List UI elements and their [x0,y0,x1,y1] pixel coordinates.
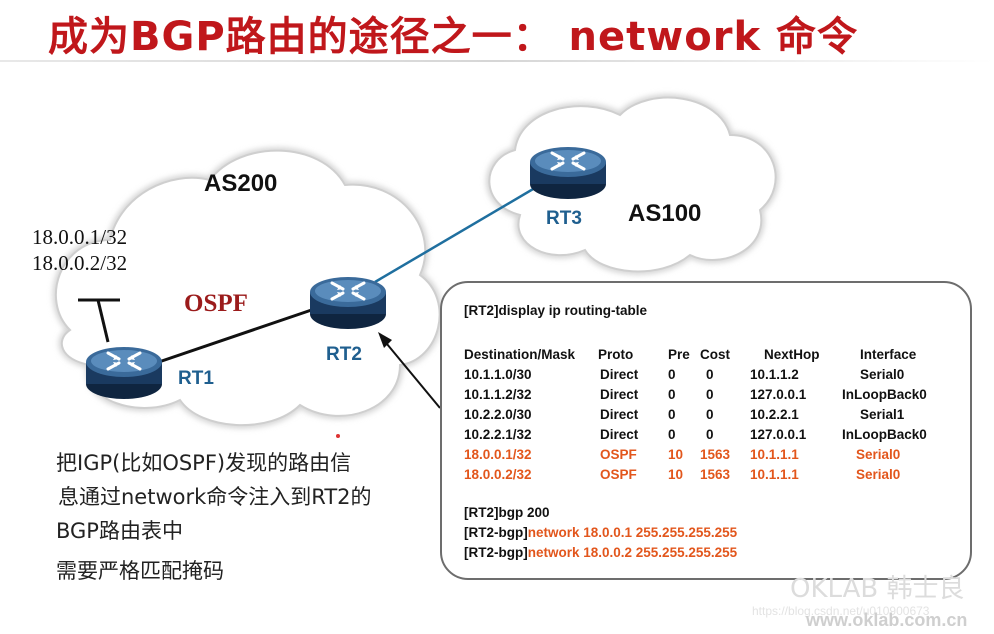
table-cell: 10.1.1.0/30 [464,366,532,382]
network-command-line: [RT2-bgp]network 18.0.0.1 255.255.255.25… [464,525,737,540]
rt1-label: RT1 [178,368,214,389]
table-cell: 10.1.1.2/32 [464,386,532,402]
description-line: BGP路由表中 [56,519,183,543]
table-cell: 10.2.2.0/30 [464,406,532,422]
rt2-label: RT2 [326,344,362,365]
rt2-router-icon[interactable] [306,264,390,334]
stub-network-icon [78,298,120,343]
table-cell: Direct [600,386,639,402]
ospf-label: OSPF [184,290,248,317]
bgp-command: [RT2]bgp 200 [464,505,550,520]
network-command: network 18.0.0.1 255.255.255.255 [527,525,738,540]
table-row-highlighted: 18.0.0.2/32 OSPF 10 1563 10.1.1.1 Serial… [464,464,970,484]
table-cell: 0 [706,366,714,382]
ebgp-link [374,180,546,284]
table-row: 10.1.1.2/32 Direct 0 0 127.0.0.1 InLoopB… [464,384,970,404]
table-cell: 0 [668,386,676,402]
column-header: Interface [860,346,917,362]
table-cell: 127.0.0.1 [750,386,807,402]
table-cell: 0 [706,406,714,422]
cli-prompt: [RT2-bgp] [464,525,528,540]
description-line: 需要严格匹配掩码 [56,559,224,583]
as100-cloud-icon [486,94,779,275]
rt1-router-icon[interactable] [82,334,166,404]
table-cell: InLoopBack0 [842,386,927,402]
table-cell: 1563 [700,466,731,482]
prefix-item: 18.0.0.2/32 [32,251,128,275]
table-cell: Direct [600,366,639,382]
table-row: 10.2.2.0/30 Direct 0 0 10.2.2.1 Serial1 [464,404,970,424]
table-cell: Serial0 [856,446,901,462]
as200-label: AS200 [204,170,278,197]
table-cell: Serial0 [856,466,901,482]
table-cell: 10.2.2.1/32 [464,426,532,442]
brand-watermark: OKLAB 韩士良 [790,574,965,604]
slide-title: 成为BGP路由的途径之一： network 命令 [48,14,858,60]
column-header: Proto [598,346,634,362]
blog-watermark: https://blog.csdn.net/u010900673 [752,604,930,618]
routing-table-header: Destination/Mask Proto Pre Cost NextHop … [464,344,970,364]
network-command-line: [RT2-bgp]network 18.0.0.2 255.255.255.25… [464,545,737,560]
table-cell: 18.0.0.2/32 [464,466,532,482]
table-cell: OSPF [600,466,637,482]
as100-label: AS100 [628,200,702,227]
table-cell: 0 [668,366,676,382]
table-cell: InLoopBack0 [842,426,927,442]
table-cell: Serial1 [860,406,905,422]
rt3-label: RT3 [546,208,582,229]
display-command: [RT2]display ip routing-table [464,303,648,318]
routing-table: Destination/Mask Proto Pre Cost NextHop … [464,344,970,484]
description-line: 息通过network命令注入到RT2的 [58,485,372,509]
cli-prompt: [RT2-bgp] [464,545,528,560]
table-cell: 10.1.1.2 [750,366,799,382]
cursor-dot [336,434,340,438]
table-cell: 10.1.1.1 [750,446,799,462]
table-cell: 18.0.0.1/32 [464,446,532,462]
description-line: 把IGP(比如OSPF)发现的路由信 [56,451,352,475]
table-cell: 127.0.0.1 [750,426,807,442]
column-header: Pre [668,346,690,362]
table-cell: 0 [706,386,714,402]
url-watermark: www.oklab.com.cn [806,610,968,630]
table-cell: 10.2.2.1 [750,406,799,422]
table-cell: Serial0 [860,366,905,382]
table-cell: OSPF [600,446,637,462]
network-command: network 18.0.0.2 255.255.255.255 [527,545,738,560]
table-cell: 10 [668,466,684,482]
rt3-router-icon[interactable] [526,134,610,204]
prefix-item: 18.0.0.1/32 [32,225,128,249]
column-header: Cost [700,346,730,362]
table-cell: 10 [668,446,684,462]
table-cell: Direct [600,406,639,422]
title-divider [0,60,994,62]
callout-arrow-icon [378,332,441,409]
table-cell: 1563 [700,446,731,462]
cli-callout: [RT2]display ip routing-table Destinatio… [440,281,972,580]
prefix-list: 18.0.0.1/32 18.0.0.2/32 [32,224,127,276]
table-cell: 0 [668,406,676,422]
description-text: 把IGP(比如OSPF)发现的路由信 息通过network命令注入到RT2的 B… [56,446,372,588]
column-header: NextHop [764,346,820,362]
table-row: 10.2.2.1/32 Direct 0 0 127.0.0.1 InLoopB… [464,424,970,444]
table-cell: 0 [706,426,714,442]
ospf-link [149,300,336,367]
table-cell: Direct [600,426,639,442]
table-row: 10.1.1.0/30 Direct 0 0 10.1.1.2 Serial0 [464,364,970,384]
table-row-highlighted: 18.0.0.1/32 OSPF 10 1563 10.1.1.1 Serial… [464,444,970,464]
table-cell: 0 [668,426,676,442]
column-header: Destination/Mask [464,346,576,362]
table-cell: 10.1.1.1 [750,466,799,482]
